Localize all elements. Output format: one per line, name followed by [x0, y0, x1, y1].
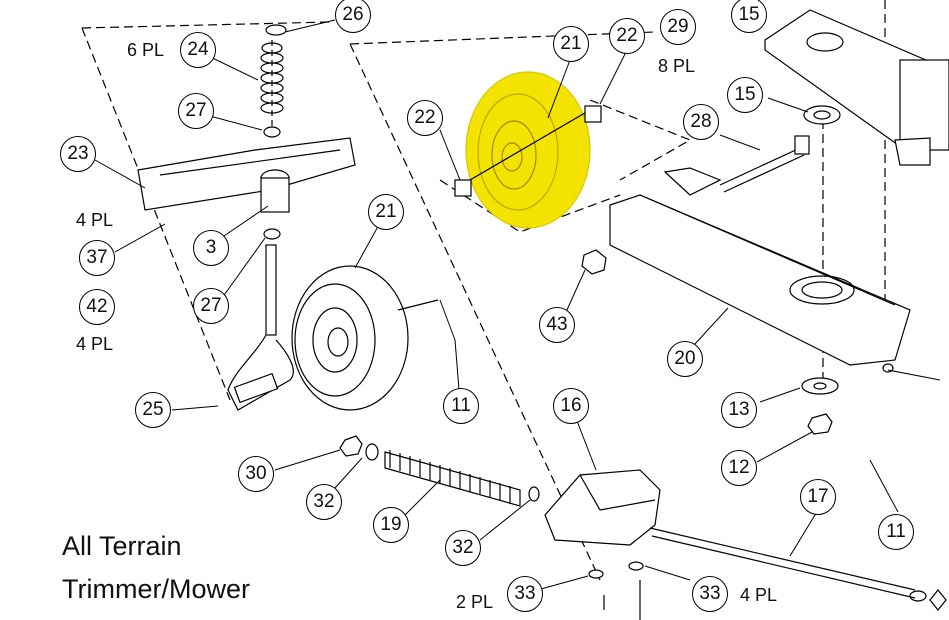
top-plate	[764, 9, 949, 166]
callout-28: 28	[683, 104, 719, 140]
callout-30: 30	[238, 456, 274, 492]
callout-23: 23	[60, 136, 96, 172]
callout-11-right: 11	[878, 514, 914, 550]
qty-4pl-42: 4 PL	[76, 334, 114, 354]
bolt	[719, 135, 810, 193]
caster-fork-bracket	[137, 137, 356, 213]
qty-4pl-33: 4 PL	[740, 585, 778, 605]
callout-29: 29	[660, 9, 696, 45]
callout-26: 26	[335, 0, 371, 33]
linkage-rod	[649, 527, 947, 611]
callout-3: 3	[193, 230, 229, 266]
callout-32: 32	[306, 484, 342, 520]
fasteners	[581, 249, 894, 435]
callout-11: 11	[443, 388, 479, 424]
callout-19: 19	[373, 507, 409, 543]
callout-32-lower: 32	[445, 530, 481, 566]
spring-stack	[260, 24, 287, 240]
callout-15-top: 15	[731, 0, 767, 33]
tension-spring	[339, 435, 540, 507]
callout-13: 13	[721, 392, 757, 428]
diagram-caption-line1: All Terrain	[62, 531, 182, 561]
highlighted-wheel	[454, 71, 602, 229]
callout-24: 24	[180, 32, 216, 68]
callout-37: 37	[79, 240, 115, 276]
callout-16: 16	[553, 388, 589, 424]
callout-33-right: 33	[692, 576, 728, 612]
callout-25: 25	[135, 392, 171, 428]
qty-8pl: 8 PL	[658, 56, 696, 76]
callout-21-highlighted: 21	[553, 26, 589, 62]
diagram-caption-line2: Trimmer/Mower	[62, 574, 250, 604]
callout-27-lower: 27	[193, 288, 229, 324]
frame-rail	[609, 167, 911, 366]
qty-6pl: 6 PL	[127, 40, 165, 60]
callout-20: 20	[667, 341, 703, 377]
qty-2pl: 2 PL	[456, 592, 494, 612]
callout-43: 43	[539, 307, 575, 343]
callout-22-left: 22	[407, 100, 443, 136]
callout-21-lower: 21	[368, 194, 404, 230]
lower-wheel	[291, 265, 439, 411]
pivot-bracket	[544, 469, 661, 546]
callout-27: 27	[178, 93, 214, 129]
small-bolts	[588, 561, 644, 620]
callout-17: 17	[800, 479, 836, 515]
callout-12: 12	[721, 450, 757, 486]
callout-33-left: 33	[507, 576, 543, 612]
callout-42: 42	[79, 289, 115, 325]
qty-4pl-37: 4 PL	[76, 210, 114, 230]
callout-22-right: 22	[609, 18, 645, 54]
callout-15: 15	[727, 77, 763, 113]
caster-axle	[227, 244, 294, 411]
